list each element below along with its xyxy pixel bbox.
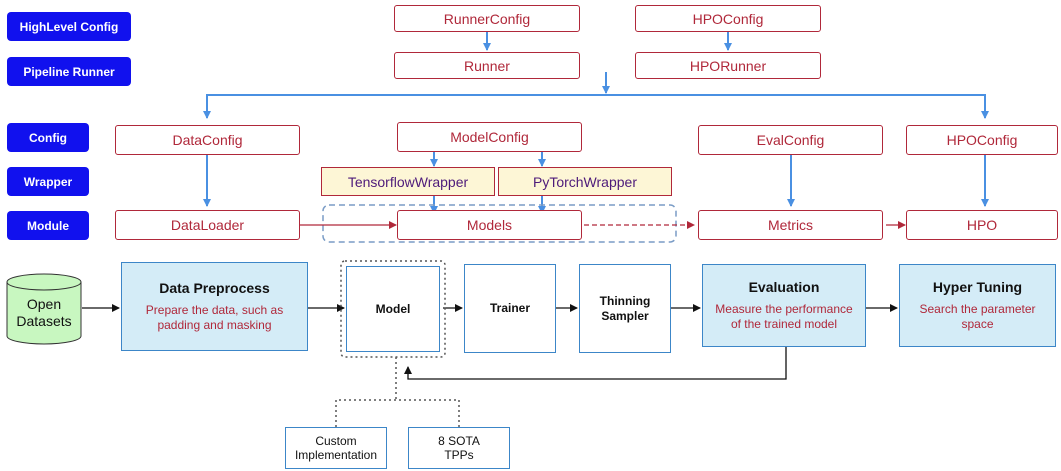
hpo-config-top-box: HPOConfig — [635, 5, 821, 32]
thinning-sampler-box: Thinning Sampler — [579, 264, 671, 353]
level-wrapper: Wrapper — [7, 167, 89, 196]
custom-implementation-box: Custom Implementation — [285, 427, 387, 469]
open-datasets-label: Open Datasets — [16, 296, 72, 329]
database-icon — [6, 273, 82, 345]
tensorflow-wrapper-box: TensorflowWrapper — [321, 167, 495, 196]
model-dashed-outline — [340, 260, 446, 358]
metrics-box: Metrics — [698, 210, 883, 240]
arrow-feedback-evaluation-model — [404, 347, 787, 380]
level-module: Module — [7, 211, 89, 240]
data-config-box: DataConfig — [115, 125, 300, 155]
hpo-box: HPO — [906, 210, 1058, 240]
hyper-tuning-title: Hyper Tuning — [932, 279, 1023, 295]
eval-config-box: EvalConfig — [698, 125, 883, 155]
model-config-box: ModelConfig — [397, 122, 582, 152]
distribution-line — [206, 94, 986, 116]
runner-config-box: RunnerConfig — [394, 5, 580, 32]
data-preprocess-box: Data Preprocess Prepare the data, such a… — [121, 262, 308, 351]
model-box: Model — [346, 266, 440, 352]
level-highlevel-config: HighLevel Config — [7, 12, 131, 41]
hyper-tuning-desc: Search the parameter space — [919, 302, 1036, 331]
level-config: Config — [7, 123, 89, 152]
data-preprocess-desc: Prepare the data, such as padding and ma… — [145, 303, 284, 332]
trainer-box: Trainer — [464, 264, 556, 353]
level-pipeline-runner: Pipeline Runner — [7, 57, 131, 86]
models-group-outline — [322, 204, 677, 243]
hpo-config-box: HPOConfig — [906, 125, 1058, 155]
sota-tpps-box: 8 SOTA TPPs — [408, 427, 510, 469]
runner-box: Runner — [394, 52, 580, 79]
pytorch-wrapper-box: PyTorchWrapper — [498, 167, 672, 196]
evaluation-desc: Measure the performance of the trained m… — [715, 302, 853, 331]
dotted-connector-sources — [335, 399, 460, 427]
models-box: Models — [397, 210, 582, 240]
open-datasets-cylinder: Open Datasets — [6, 273, 82, 345]
evaluation-title: Evaluation — [748, 279, 820, 295]
hyper-tuning-box: Hyper Tuning Search the parameter space — [899, 264, 1056, 347]
data-preprocess-title: Data Preprocess — [159, 280, 270, 296]
evaluation-box: Evaluation Measure the performance of th… — [702, 264, 866, 347]
data-loader-box: DataLoader — [115, 210, 300, 240]
hpo-runner-box: HPORunner — [635, 52, 821, 79]
